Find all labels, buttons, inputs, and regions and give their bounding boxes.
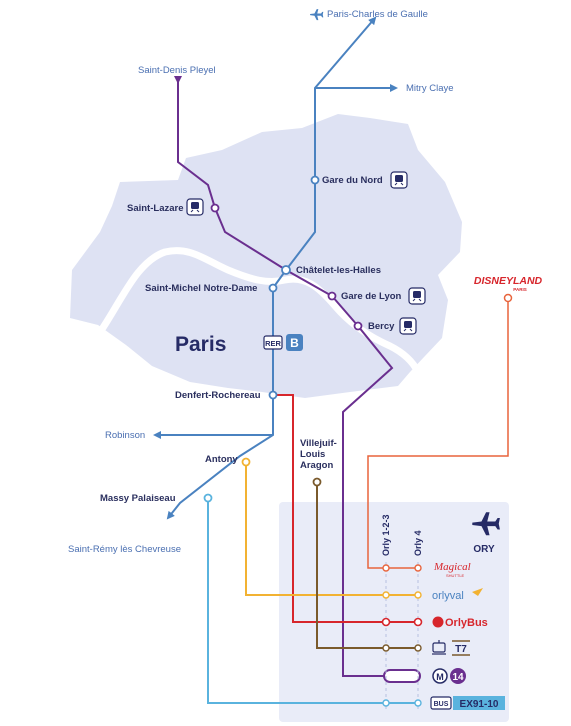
orlybus-logo: OrlyBus [445, 617, 488, 629]
orly-123-label: Orly 1-2-3 [381, 514, 391, 556]
metro-14-line [174, 76, 420, 677]
denfert-label: Denfert-Rochereau [175, 390, 261, 401]
antony-label: Antony [205, 454, 238, 465]
terminal-stops [381, 564, 423, 707]
rer-b-line [285, 16, 377, 271]
station-markers [203, 175, 363, 503]
train-icon [408, 287, 426, 305]
rer-b-badge-label: B [290, 336, 299, 350]
rer-badge-label: RER [265, 339, 281, 348]
villejuif-label: Villejuif- Louis Aragon [300, 438, 339, 471]
saint-michel-label: Saint-Michel Notre-Dame [145, 283, 257, 294]
bercy-stop [353, 321, 363, 331]
orlyval-logo: orlyval [432, 590, 464, 602]
orlyval-arrow-icon [472, 588, 483, 596]
massy-stop [203, 493, 213, 503]
seine-river [92, 247, 422, 376]
city-label: Paris [175, 333, 226, 356]
orlybus-icon [432, 616, 444, 628]
gare-de-lyon-stop [327, 291, 337, 301]
express-bus-badge [453, 696, 505, 710]
villejuif-line-1: Villejuif- [300, 438, 337, 449]
airport-code: ORY [473, 544, 495, 555]
denfert-stop [268, 390, 278, 400]
train-icon [399, 317, 417, 335]
metro-icon-label: M [436, 672, 444, 682]
bercy-label: Bercy [368, 321, 395, 332]
metro-icon [432, 668, 448, 684]
mitry-label: Mitry Claye [406, 83, 454, 94]
chatelet-label: Châtelet-les-Halles [296, 265, 381, 276]
saint-lazare-label: Saint-Lazare [127, 203, 184, 214]
villejuif-line-3: Aragon [300, 460, 333, 471]
saint-lazare-stop [210, 203, 220, 213]
magical-shuttle-logo: Magical [433, 561, 471, 573]
metro-14-badge-label: 14 [452, 672, 464, 683]
paris-city-area [70, 114, 462, 398]
orlyval-line [245, 462, 420, 596]
disneyland-logo-sub: PARIS [513, 287, 526, 292]
plane-icon [310, 9, 324, 21]
bus-icon-label: BUS [434, 701, 449, 708]
express-bus-line [207, 498, 420, 704]
tram-icon [432, 640, 446, 655]
antony-stop [241, 457, 251, 467]
gare-de-lyon-label: Gare de Lyon [341, 291, 402, 302]
saint-denis-label: Saint-Denis Pleyel [138, 65, 216, 76]
orlybus-line [273, 394, 420, 623]
train-icon [390, 171, 408, 189]
train-icon [186, 198, 204, 216]
express-bus-badge-label: EX91-10 [460, 699, 499, 710]
magical-shuttle-sub: SHUTTLE [446, 573, 465, 578]
saint-michel-stop [268, 283, 278, 293]
tram-t7-label: T7 [455, 644, 467, 655]
gare-du-nord-stop [310, 175, 320, 185]
chatelet-stop [281, 265, 291, 275]
rer-b-badge [286, 334, 303, 351]
gare-du-nord-label: Gare du Nord [322, 175, 383, 186]
villejuif-line-2: Louis [300, 449, 325, 460]
plane-icon [472, 512, 500, 536]
bus-icon [430, 696, 452, 710]
orly-airport-panel [279, 502, 509, 722]
villejuif-stop [312, 477, 322, 487]
orly-4-label: Orly 4 [413, 530, 423, 556]
massy-label: Massy Palaiseau [100, 493, 176, 504]
disney-shuttle-terminus [503, 293, 513, 303]
rer-badge [263, 335, 283, 350]
cdg-label: Paris-Charles de Gaulle [327, 9, 428, 20]
metro-14-terminus [383, 669, 421, 683]
robinson-label: Robinson [105, 430, 145, 441]
saint-remy-label: Saint-Rémy lès Chevreuse [68, 544, 181, 555]
disneyland-logo: DISNEYLAND [474, 275, 543, 287]
metro-14-badge [450, 668, 466, 684]
